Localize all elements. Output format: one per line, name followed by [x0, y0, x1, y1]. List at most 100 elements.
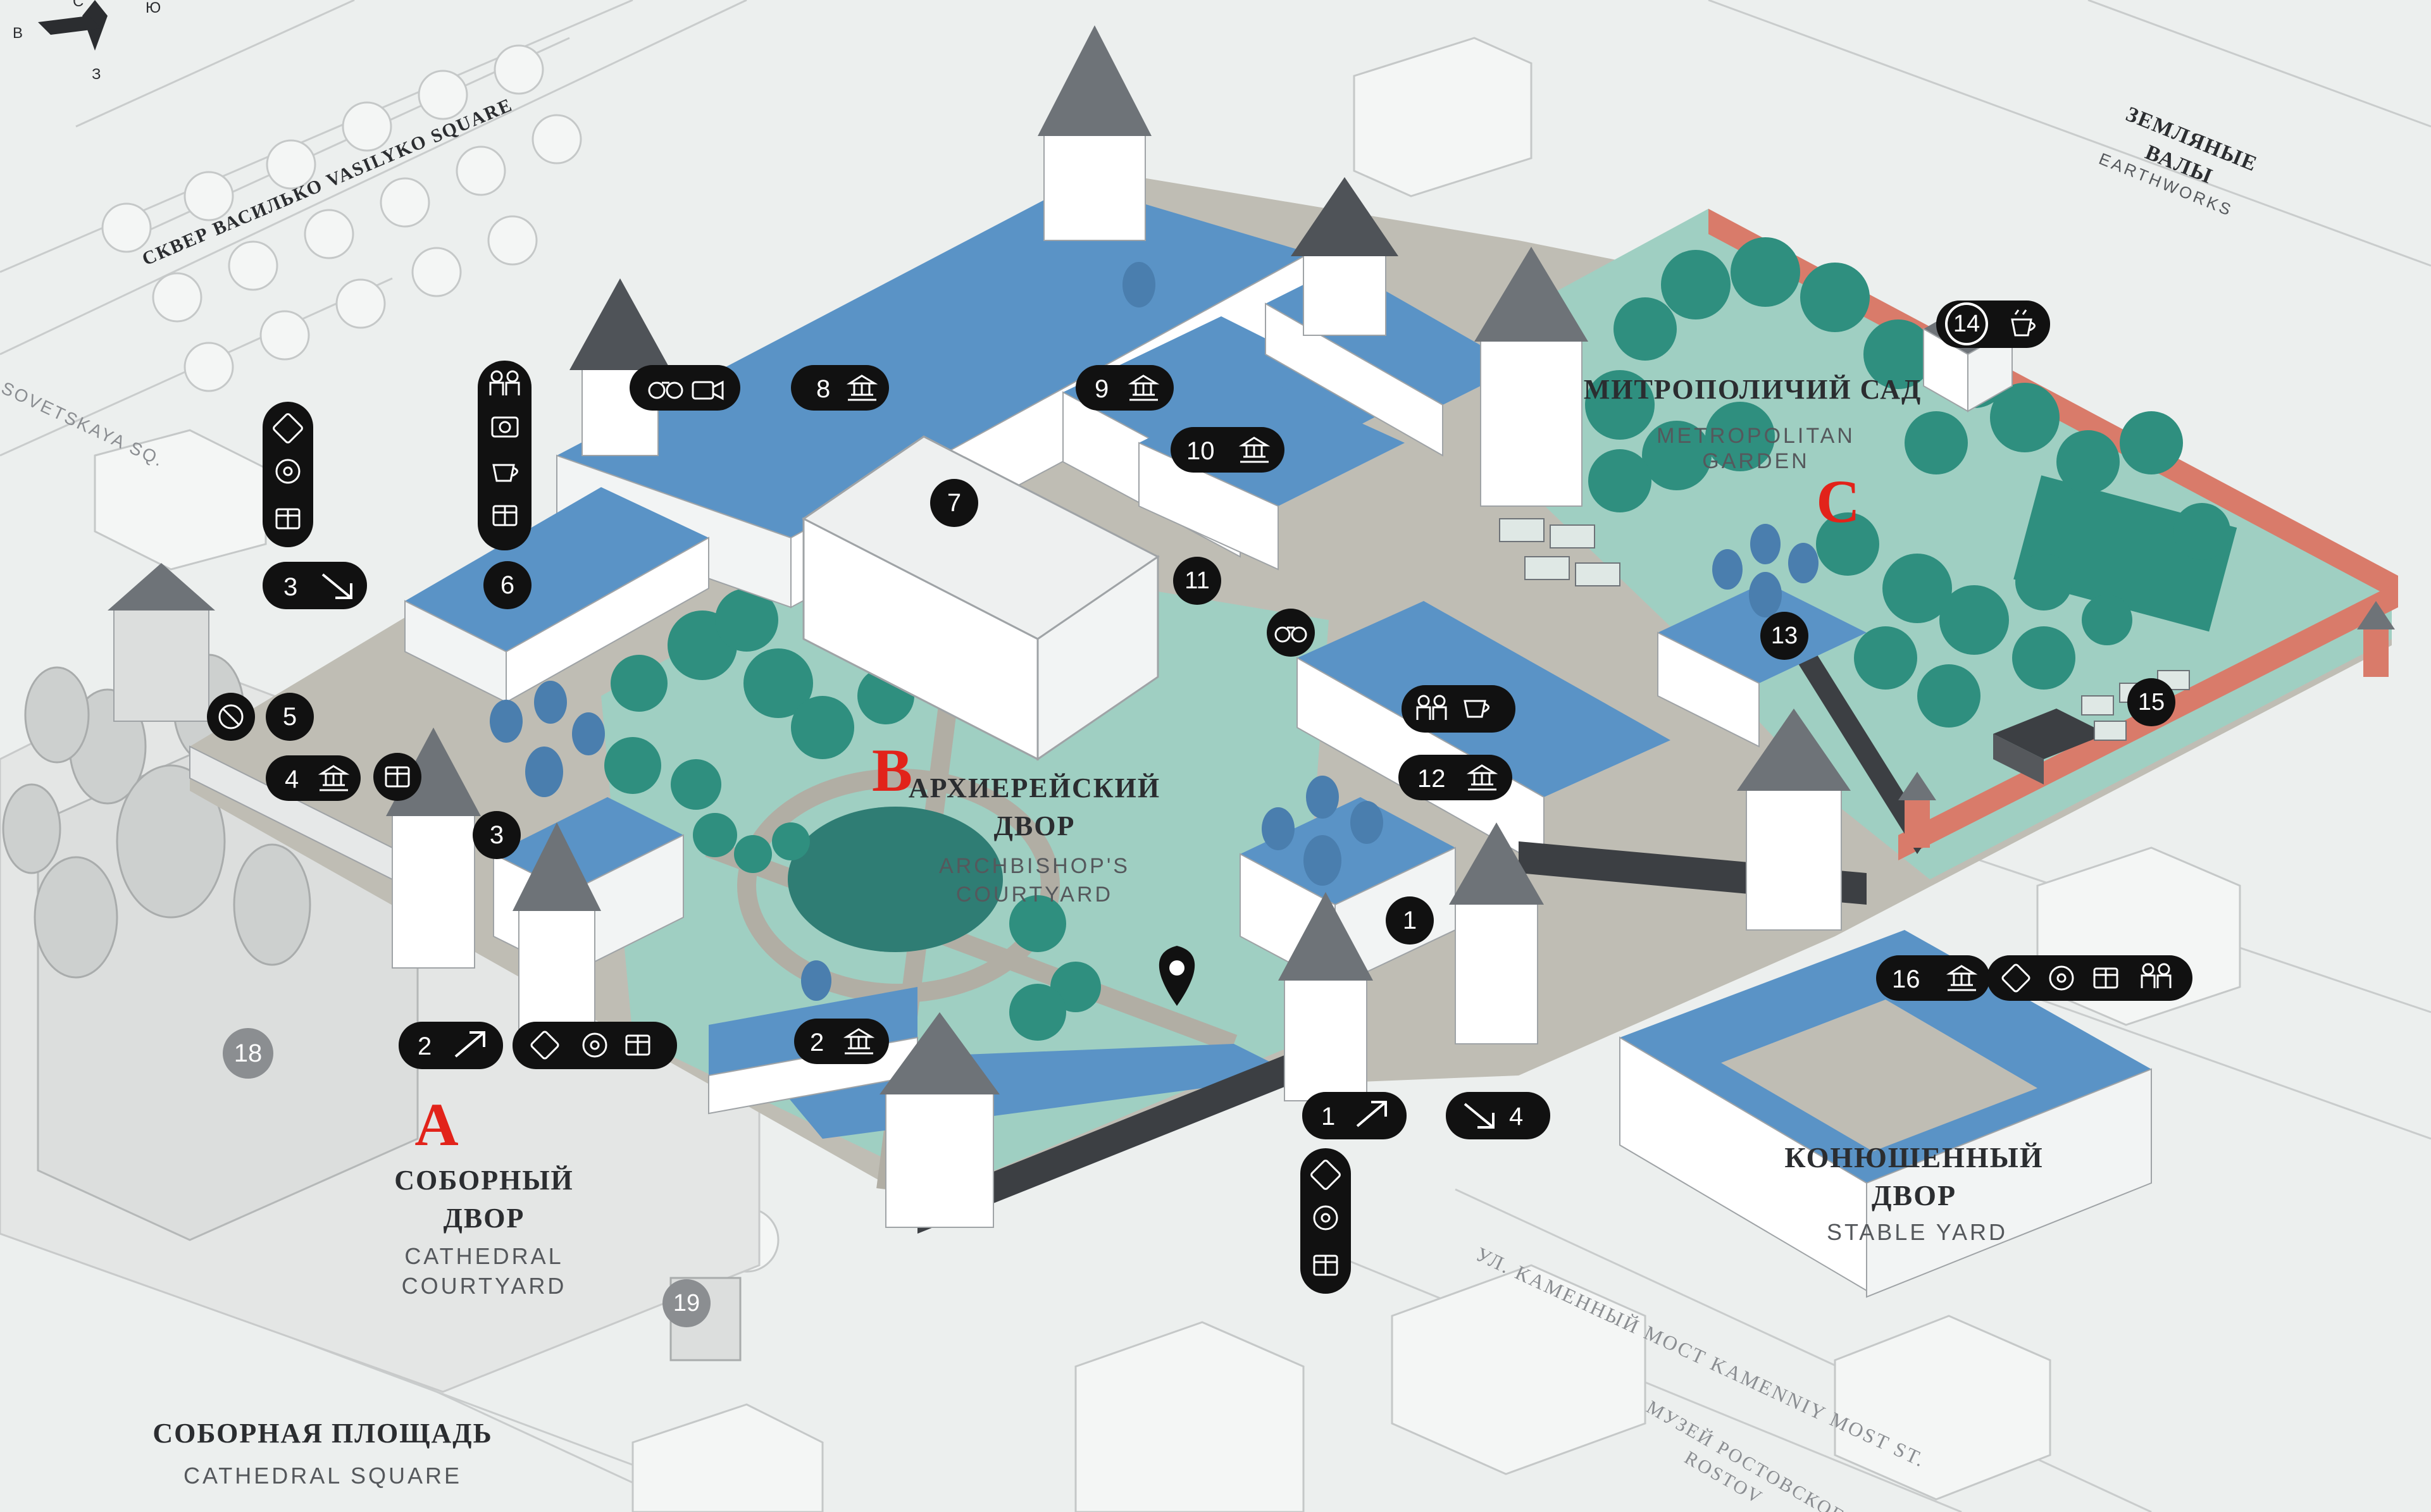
metropolitan-garden-en-line2: GARDEN	[1702, 449, 1809, 473]
tower-north	[1038, 25, 1152, 241]
marker-12[interactable]: 12	[1398, 755, 1512, 800]
marker-11[interactable]: 11	[1173, 557, 1221, 605]
services-pill-entrance-2[interactable]	[513, 1022, 677, 1069]
entrance-4[interactable]: 4	[1446, 1092, 1550, 1139]
kremlin-towers	[108, 25, 2395, 1228]
stable-yard-ru-line2: ДВОР	[1872, 1179, 1956, 1211]
cathedral-courtyard-ru-line1: СОБОРНЫЙ	[394, 1165, 574, 1196]
guide-icon	[2141, 963, 2172, 988]
stable-yard-en: STABLE YARD	[1827, 1219, 2008, 1245]
audio-guide-icon	[1313, 1205, 1338, 1230]
entrance-label: 2	[418, 1032, 432, 1060]
cafe-pill-5[interactable]	[207, 693, 255, 741]
binoculars-camera-pill[interactable]	[630, 365, 740, 411]
compass-rose: С Ю З В	[13, 0, 161, 83]
marker-label: 13	[1771, 623, 1798, 649]
marker-label: 19	[673, 1290, 700, 1317]
marker-1[interactable]: 1	[1386, 896, 1434, 945]
marker-14[interactable]: 14	[1936, 301, 2050, 348]
cafe-icon	[492, 464, 518, 482]
compass-west: З	[92, 66, 101, 83]
marker-19[interactable]: 19	[662, 1279, 711, 1327]
cafe-icon	[1464, 700, 1489, 718]
binoculars-icon	[1274, 626, 1307, 643]
museum-icon	[1946, 965, 1978, 991]
audio-guide-icon	[2049, 965, 2074, 991]
no-entry-icon	[218, 704, 244, 729]
arrow-up-right-icon	[454, 1031, 485, 1058]
guide-icon	[489, 370, 520, 395]
museum-icon	[1238, 437, 1271, 463]
zone-a-letter: A	[414, 1091, 458, 1158]
binoculars-icon	[648, 381, 683, 399]
entrance-label: 3	[283, 573, 297, 601]
tower-south	[880, 1012, 1000, 1228]
square-trees	[101, 44, 780, 1273]
tower-se	[1737, 709, 1851, 931]
zone-b-letter: B	[872, 736, 912, 804]
marker-15[interactable]: 15	[2127, 678, 2175, 726]
archbishop-courtyard-en-line1: ARCHBISHOP'S	[939, 854, 1130, 878]
arrow-down-right-icon	[321, 573, 352, 599]
entrance-3[interactable]: 3	[263, 562, 367, 609]
ticket-icon	[1310, 1160, 1341, 1190]
marker-6[interactable]: 6	[483, 561, 532, 609]
vertical-services-pill-entrance-1[interactable]	[1300, 1148, 1351, 1294]
location-pin-icon[interactable]	[1159, 946, 1195, 1006]
souvenir-icon	[2093, 967, 2118, 989]
marker-5[interactable]: 5	[266, 693, 314, 741]
marker-label: 12	[1417, 765, 1446, 793]
marker-8[interactable]: 8	[791, 365, 889, 411]
marker-18[interactable]: 18	[223, 1028, 273, 1079]
marker-4[interactable]: 4	[266, 755, 361, 801]
marker-16[interactable]: 16	[1876, 955, 1990, 1001]
marker-7[interactable]: 7	[930, 479, 978, 527]
zone-c-letter: C	[1816, 468, 1860, 535]
marker-13[interactable]: 13	[1760, 612, 1808, 660]
marker-label: 4	[285, 765, 299, 793]
compass-east: В	[13, 25, 23, 42]
metropolitan-garden-ru: МИТРОПОЛИЧИЙ САД	[1584, 374, 1922, 405]
museum-icon	[843, 1028, 875, 1055]
marker-9[interactable]: 9	[1076, 365, 1174, 411]
marker-label: 8	[816, 375, 830, 403]
vertical-services-pill-b[interactable]	[478, 361, 532, 550]
services-pill-16[interactable]	[1987, 955, 2192, 1001]
map-markers: 1 3 5 6 7 11 13 15 18 19 8 9 10 12	[207, 301, 2192, 1327]
cafe-icon	[2011, 309, 2036, 337]
museum-icon	[318, 765, 350, 791]
marker-label: 16	[1892, 965, 1920, 993]
marker-2-courtyard[interactable]: 2	[794, 1019, 889, 1064]
cathedral-square-ru: СОБОРНАЯ ПЛОЩАДЬ	[152, 1418, 492, 1449]
church-domes	[490, 262, 1819, 1001]
souvenir-icon	[385, 766, 410, 788]
marker-10[interactable]: 10	[1171, 427, 1284, 473]
tower-nw	[108, 563, 215, 722]
souvenir-pill-4[interactable]	[373, 753, 421, 801]
entrance-1[interactable]: 1	[1302, 1092, 1407, 1139]
cathedral-courtyard-en-line1: CATHEDRAL	[404, 1243, 563, 1269]
services-pill-12[interactable]	[1402, 685, 1515, 733]
marker-label: 11	[1184, 567, 1209, 594]
marker-label: 6	[500, 571, 514, 599]
entrance-2[interactable]: 2	[399, 1022, 503, 1069]
ticket-icon	[530, 1031, 559, 1060]
audio-guide-icon	[275, 459, 301, 484]
marker-label: 2	[810, 1029, 824, 1057]
arrow-down-right-icon	[1464, 1103, 1495, 1129]
marker-3[interactable]: 3	[473, 811, 521, 859]
souvenir-icon	[1313, 1255, 1338, 1276]
binoculars-pill[interactable]	[1267, 609, 1315, 657]
marker-label: 1	[1403, 907, 1417, 934]
marker-label: 15	[2138, 689, 2165, 716]
entrance-label: 4	[1509, 1103, 1523, 1131]
ticket-icon	[273, 413, 303, 443]
marker-label: 5	[283, 703, 297, 731]
marker-label: 14	[1953, 311, 1980, 337]
museum-icon	[1466, 764, 1498, 791]
vertical-services-pill-a[interactable]	[263, 402, 313, 547]
guide-icon	[1416, 695, 1447, 720]
compass-north: С	[73, 0, 84, 10]
marker-label: 7	[947, 489, 961, 517]
cathedral-square-en: CATHEDRAL SQUARE	[183, 1463, 462, 1489]
